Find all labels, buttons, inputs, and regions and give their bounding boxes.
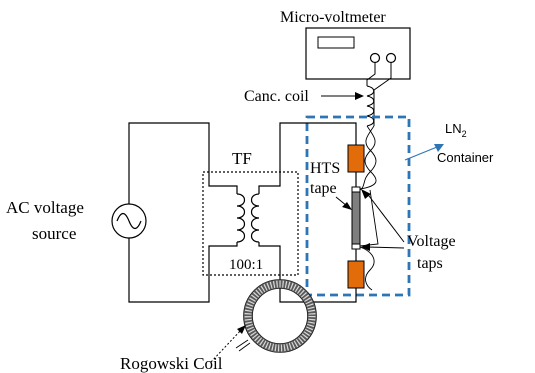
hts-tape-assembly [347,144,365,289]
ln2-container [305,115,411,297]
ac-source-label-line2: source [32,224,76,243]
bottom-current-terminal [347,260,365,289]
hts-label-line1: HTS [310,160,340,177]
ac-source-label-line1: AC voltage [6,198,84,217]
rogowski-coil-inner-edge [252,288,308,344]
transformer-secondary-winding [250,193,260,243]
hts-tape [351,191,361,245]
rogowski-pointer-line [210,328,243,363]
wire-primary-top [128,122,238,204]
rogowski-lead-b [238,342,251,352]
ln2-label-subscript: 2 [462,129,467,139]
canc-coil-label: Canc. coil [244,88,309,105]
rogowski-coil-label: Rogowski Coil [120,354,223,373]
voltmeter-terminal-left [369,52,381,64]
bottom-voltage-tap [351,243,361,250]
voltmeter-body [305,27,411,80]
twisted-lead-top-a [359,125,377,190]
voltage-taps-arrowhead-top [361,189,371,199]
ln2-pointer-line [404,146,438,161]
rogowski-lead-a [235,339,249,349]
voltage-taps-pointer-bottom [365,246,405,249]
hts-label-line2: tape [310,180,337,197]
container-label: Container [437,150,494,165]
voltmeter-lead-left [366,62,376,86]
voltage-taps-pointer-top [365,191,405,243]
ln2-label: LN2 [445,121,467,139]
rogowski-coil-outer-edge [243,279,317,353]
turns-ratio-label: 100:1 [229,257,263,273]
tf-label: TF [232,149,252,168]
rogowski-coil [243,279,317,353]
micro-voltmeter-label: Micro-voltmeter [280,9,386,26]
wire-primary-bottom [128,238,238,303]
top-current-terminal [347,144,365,173]
voltage-taps-label-line1: Voltage [407,233,456,250]
canc-coil-arrowhead [355,92,364,100]
hts-pointer-arrowhead [342,202,352,210]
ac-voltage-source [111,203,147,239]
transformer-enclosure [202,171,299,276]
wire-secondary-bottom [258,242,357,303]
voltmeter-terminal-right [385,52,397,64]
ln2-label-main: LN [445,121,462,136]
voltmeter-lead-right [373,62,392,91]
voltmeter-display [317,36,355,49]
voltage-lead-bottom [359,189,379,247]
rogowski-pointer-arrowhead [237,325,246,334]
rogowski-coil-winding [244,280,316,352]
ln2-pointer-arrowhead [434,144,444,152]
top-voltage-tap [351,186,361,193]
micro-voltmeter [305,27,411,80]
twisted-lead-top-b [359,125,377,191]
transformer-primary-winding [236,193,246,243]
sine-wave-icon [116,212,142,230]
voltage-taps-arrowhead-bottom [361,243,370,251]
cancellation-coil [366,85,375,127]
wire-secondary-top [258,122,357,194]
voltage-taps-label-line2: taps [417,255,443,272]
twisted-lead-bottom [359,246,375,291]
